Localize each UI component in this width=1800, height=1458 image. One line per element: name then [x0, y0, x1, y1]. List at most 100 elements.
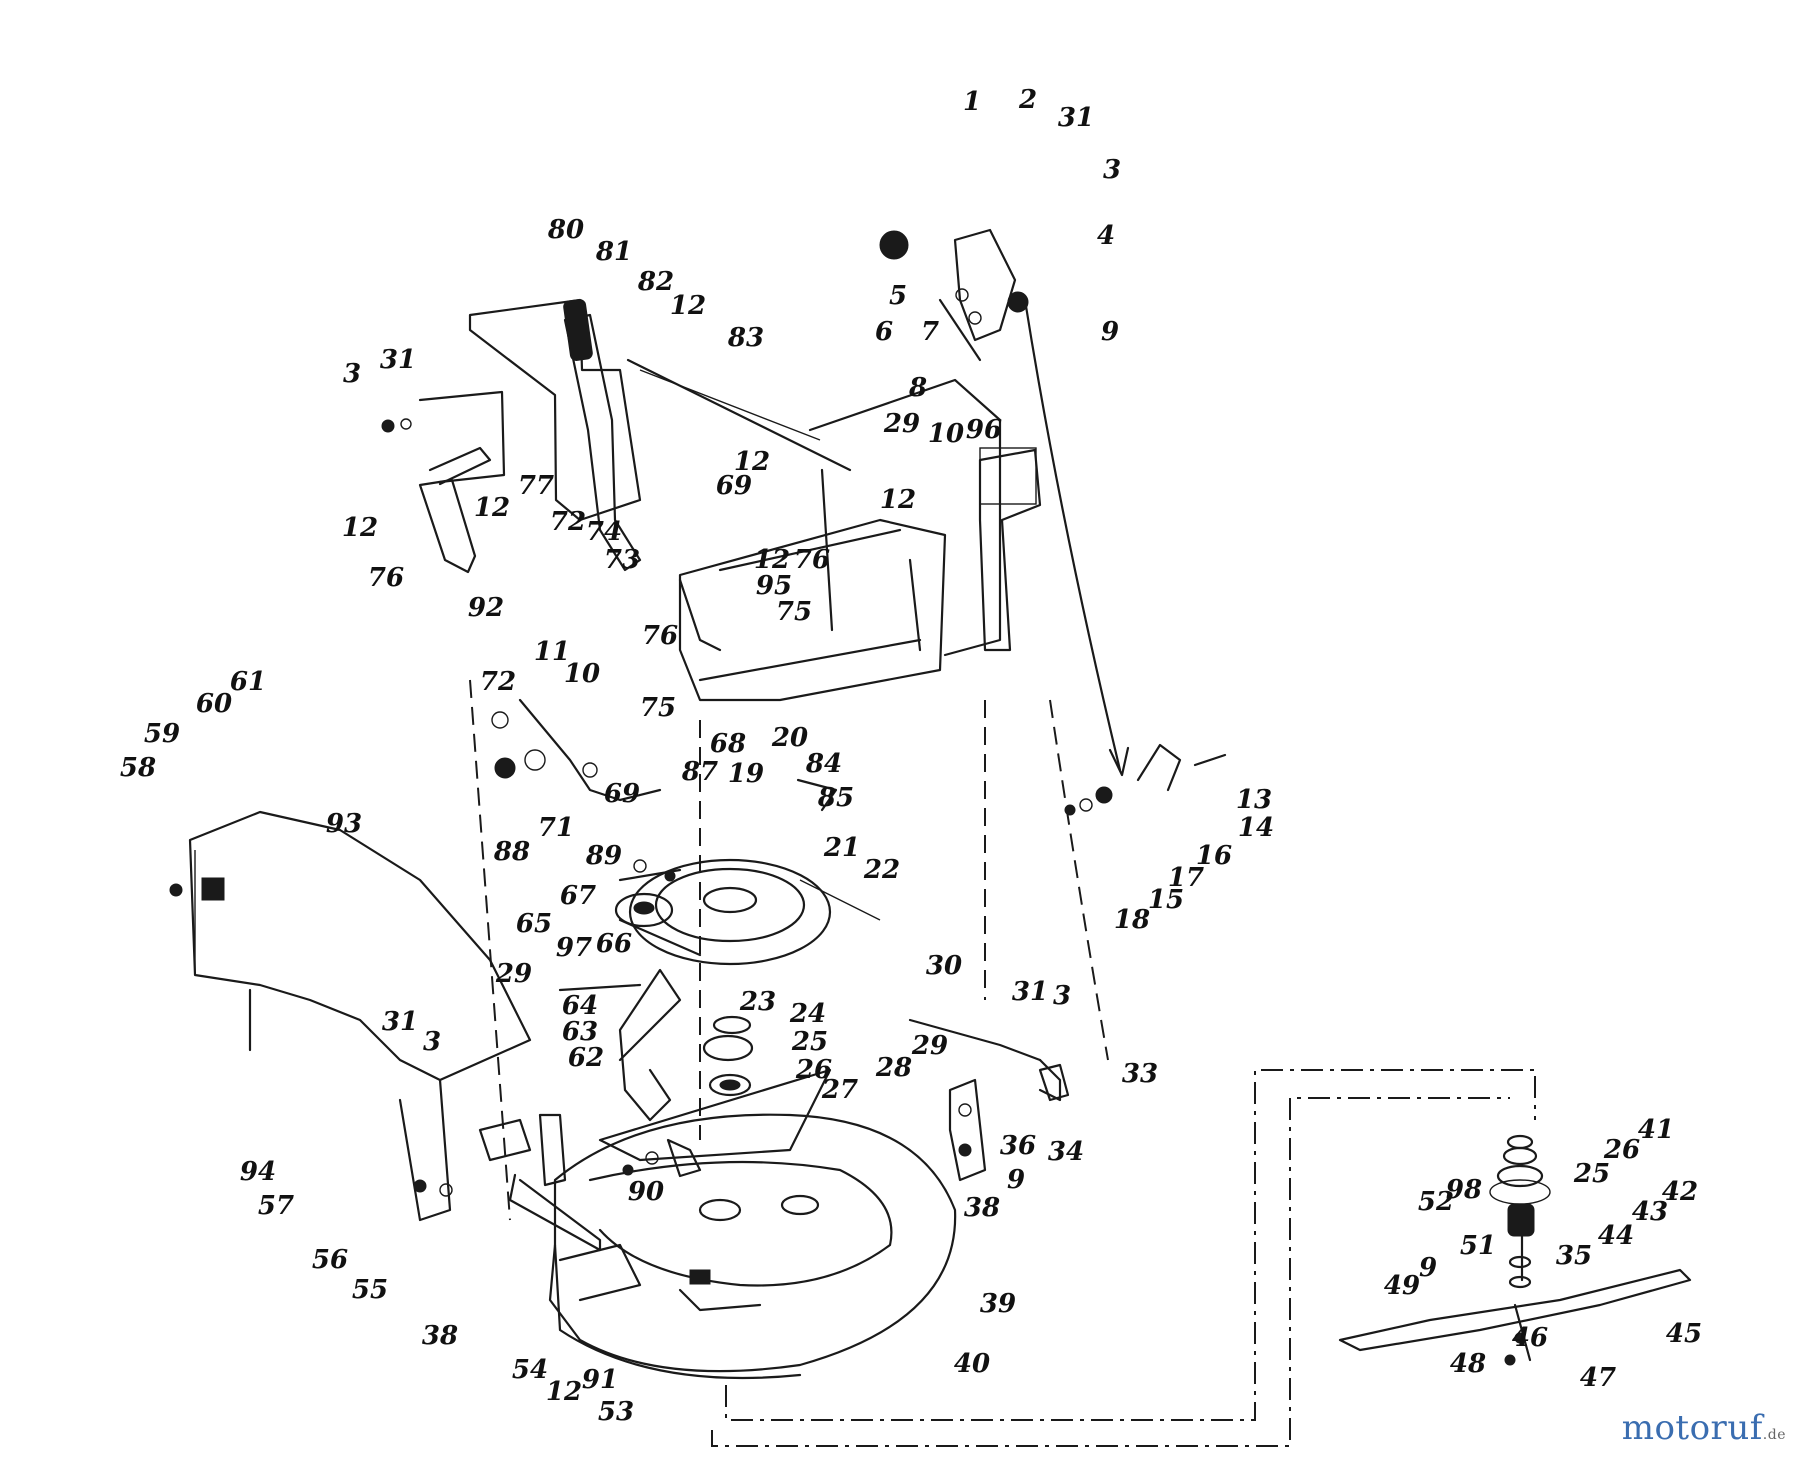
callout-label-31: 31	[1012, 977, 1048, 1007]
callout-label-66: 66	[596, 929, 632, 959]
callout-label-69: 69	[716, 471, 752, 501]
callout-label-51: 51	[1460, 1231, 1496, 1261]
callout-label-35: 35	[1556, 1241, 1592, 1271]
callout-label-58: 58	[120, 753, 156, 783]
callout-label-81: 81	[595, 237, 632, 267]
control-cable	[1023, 298, 1130, 777]
callout-label-9: 9	[1007, 1165, 1025, 1195]
callout-label-76: 76	[368, 563, 404, 593]
callout-label-21: 21	[823, 833, 860, 863]
callout-label-14: 14	[1238, 813, 1274, 843]
callout-label-87: 87	[681, 757, 718, 787]
callout-label-69: 69	[604, 779, 640, 809]
idler-arm-assembly	[558, 968, 1062, 1122]
callout-label-40: 40	[954, 1349, 990, 1379]
callout-label-33: 33	[1122, 1059, 1158, 1089]
callout-label-31: 31	[1058, 103, 1094, 133]
callout-label-61: 61	[230, 667, 266, 697]
callout-label-94: 94	[240, 1157, 276, 1187]
callout-label-89: 89	[585, 841, 622, 871]
callout-label-73: 73	[604, 545, 640, 575]
callout-label-88: 88	[493, 837, 530, 867]
callout-label-31: 31	[382, 1007, 418, 1037]
callout-label-57: 57	[258, 1191, 294, 1221]
pulley-assembly	[614, 858, 881, 966]
callout-label-45: 45	[1666, 1319, 1702, 1349]
callout-label-4: 4	[1097, 221, 1115, 251]
callout-label-98: 98	[1446, 1175, 1482, 1205]
callout-label-44: 44	[1598, 1221, 1634, 1251]
callout-label-97: 97	[556, 933, 592, 963]
callout-label-12: 12	[880, 485, 916, 515]
callout-label-72: 72	[480, 667, 516, 697]
callout-label-91: 91	[582, 1365, 618, 1395]
callout-label-59: 59	[144, 719, 180, 749]
callout-label-22: 22	[863, 855, 900, 885]
callout-label-62: 62	[568, 1043, 604, 1073]
fastener-hardware	[381, 418, 1227, 1197]
callout-label-47: 47	[1580, 1363, 1616, 1393]
callout-label-12: 12	[754, 545, 790, 575]
callout-label-46: 46	[1512, 1323, 1548, 1353]
callout-label-23: 23	[739, 987, 776, 1017]
callout-label-75: 75	[776, 597, 812, 627]
callout-label-2: 2	[1018, 85, 1037, 115]
callout-label-29: 29	[495, 959, 532, 989]
callout-label-31: 31	[380, 345, 416, 375]
callout-label-53: 53	[598, 1397, 634, 1427]
callout-label-76: 76	[794, 545, 830, 575]
callout-label-76: 76	[642, 621, 678, 651]
cross-rod	[626, 358, 852, 472]
callout-label-12: 12	[546, 1377, 582, 1407]
callout-label-83: 83	[727, 323, 764, 353]
callout-label-17: 17	[1168, 863, 1204, 893]
lift-lever-arms	[418, 446, 722, 802]
callout-label-18: 18	[1114, 905, 1150, 935]
callout-label-25: 25	[791, 1027, 828, 1057]
watermark-main: motoruf	[1621, 1408, 1763, 1448]
callout-label-13: 13	[1236, 785, 1272, 815]
callout-label-24: 24	[789, 999, 826, 1029]
callout-label-30: 30	[926, 951, 962, 981]
callout-label-20: 20	[771, 723, 808, 753]
callout-label-36: 36	[1000, 1131, 1036, 1161]
callout-label-67: 67	[560, 881, 596, 911]
callout-label-16: 16	[1196, 841, 1232, 871]
callout-label-38: 38	[964, 1193, 1000, 1223]
pedal-lever	[563, 299, 642, 572]
callout-label-48: 48	[1450, 1349, 1486, 1379]
callout-label-77: 77	[518, 471, 554, 501]
callout-label-41: 41	[1638, 1115, 1674, 1145]
callout-label-12: 12	[474, 493, 510, 523]
callout-label-42: 42	[1662, 1177, 1698, 1207]
callout-label-9: 9	[1419, 1253, 1437, 1283]
brake-pedal	[978, 447, 1042, 652]
callout-label-80: 80	[547, 215, 584, 245]
callout-label-72: 72	[550, 507, 586, 537]
callout-label-28: 28	[875, 1053, 912, 1083]
callout-label-10: 10	[564, 659, 600, 689]
callout-label-3: 3	[1103, 155, 1121, 185]
callout-label-96: 96	[966, 415, 1002, 445]
motoruf-watermark: motoruf.de	[1622, 1408, 1786, 1448]
callout-label-56: 56	[312, 1245, 348, 1275]
callout-label-3: 3	[343, 359, 361, 389]
callout-label-27: 27	[821, 1075, 858, 1105]
callout-label-74: 74	[586, 517, 622, 547]
callout-label-92: 92	[468, 593, 504, 623]
callout-label-26: 26	[795, 1055, 832, 1085]
callout-label-71: 71	[538, 813, 574, 843]
callout-label-55: 55	[352, 1275, 388, 1305]
callout-label-38: 38	[422, 1321, 458, 1351]
callout-label-84: 84	[805, 749, 842, 779]
callout-label-15: 15	[1148, 885, 1184, 915]
callout-label-12: 12	[734, 447, 770, 477]
assembly-boundary-lines	[469, 679, 1536, 1447]
callout-label-29: 29	[883, 409, 920, 439]
callout-label-43: 43	[1632, 1197, 1668, 1227]
callout-label-3: 3	[423, 1027, 441, 1057]
right-deck-bracket	[948, 1063, 1070, 1182]
callout-label-65: 65	[516, 909, 552, 939]
